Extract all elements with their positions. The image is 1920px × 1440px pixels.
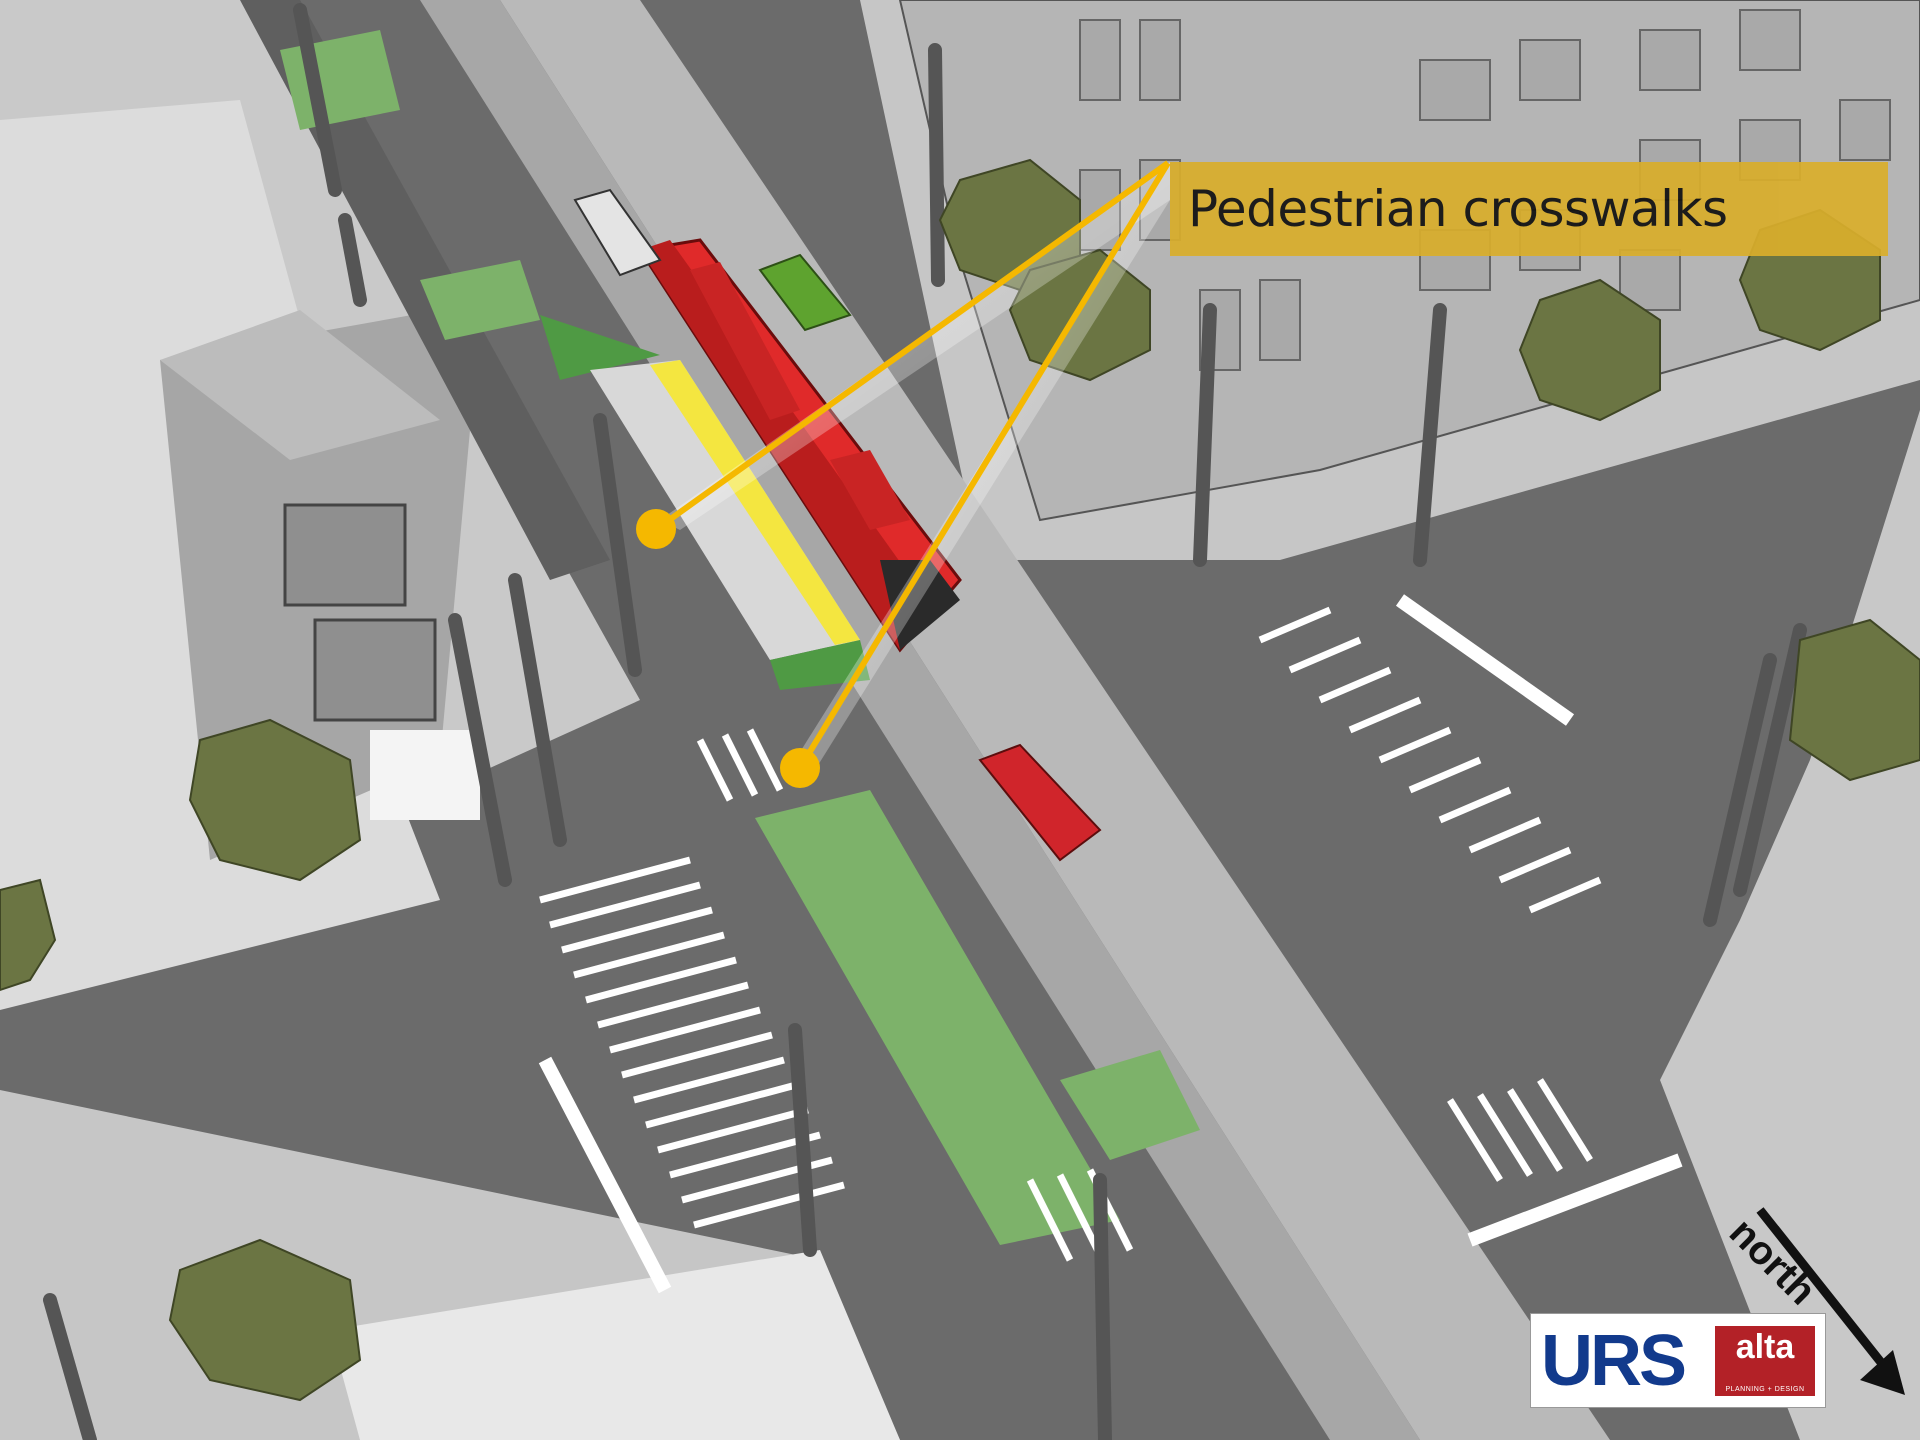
callout-label: Pedestrian crosswalks [1188,180,1728,238]
bike-box-north-2 [420,260,540,340]
platform-tactile-edge [650,360,860,645]
bike-island [540,315,660,380]
house-window-lower [313,618,437,722]
bike-lane-green [755,790,1120,1245]
callout-label-box: Pedestrian crosswalks [1170,162,1888,256]
car-white [573,188,662,277]
transit-platform [590,360,860,660]
bike-box-south [1060,1050,1200,1160]
callout-dot-2 [780,748,820,788]
logo-urs-text: URS [1541,1321,1687,1401]
car-green [758,253,852,332]
car-red [978,743,1102,862]
callout-leader-2 [797,161,1171,770]
building-southwest-roof [330,1250,900,1440]
stop-bars [538,594,1683,1294]
house-roof [160,310,440,460]
platform-planter [770,640,870,690]
house-door [370,730,480,820]
callout-leader-1 [656,160,1170,531]
logo-alta-subtitle: PLANNING + DESIGN [1725,1386,1805,1393]
logo-urs-alta: URS alta PLANNING + DESIGN [1530,1313,1826,1408]
north-arrow-icon [1756,1207,1905,1395]
logo-alta-text: alta [1735,1328,1795,1366]
utility-poles [43,3,1807,1440]
callout-dot-1 [636,509,676,549]
crosswalk-stripes [539,606,1602,1262]
house-window-upper [283,503,407,607]
logo-alta-box: alta PLANNING + DESIGN [1715,1326,1815,1396]
building-northeast-windows [1079,9,1891,371]
